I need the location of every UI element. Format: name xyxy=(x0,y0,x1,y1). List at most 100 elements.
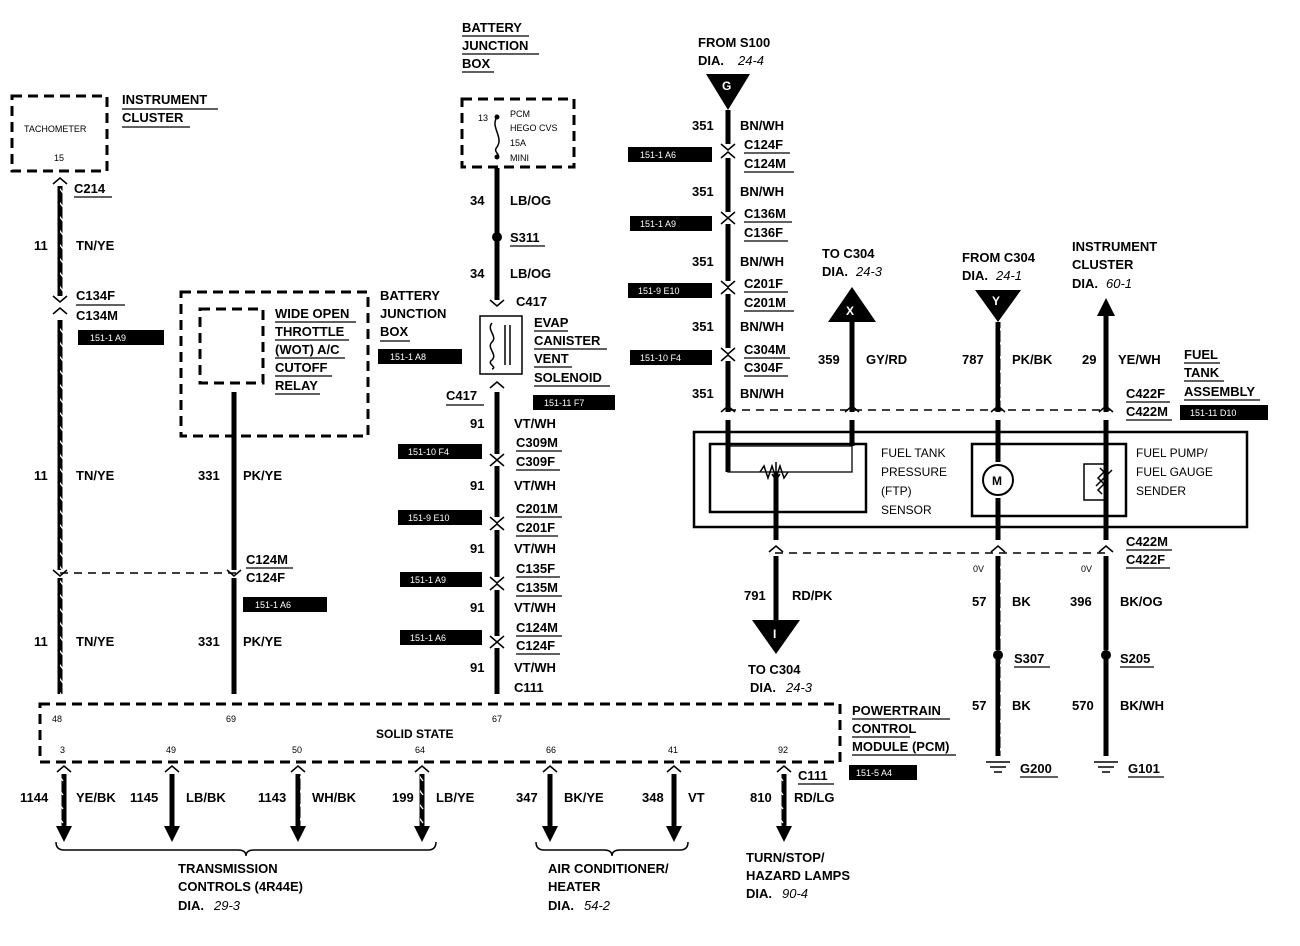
ground-g101: G101 xyxy=(1128,761,1160,776)
evap-c91-color-4: VT/WH xyxy=(514,600,556,615)
c359-color: GY/RD xyxy=(866,352,907,367)
connector-x-letter: X xyxy=(846,304,854,318)
c351-3: 351 xyxy=(692,254,714,269)
out-810: 810 xyxy=(750,790,772,805)
conn-c135f: C135F xyxy=(516,561,555,576)
tach-color-3: TN/YE xyxy=(76,634,115,649)
conn-c422m-top: C422M xyxy=(1126,404,1168,419)
ref-151-1-a6-wot: 151-1 A6 xyxy=(255,600,291,610)
splice-s307-dot xyxy=(993,650,1003,660)
pcm-pin-50: 50 xyxy=(292,745,302,755)
trans-line-2: CONTROLS (4R44E) xyxy=(178,879,303,894)
conn-c309f: C309F xyxy=(516,454,555,469)
turn-line-2: HAZARD LAMPS xyxy=(746,868,850,883)
solenoid-icon xyxy=(479,315,523,375)
motor-icon xyxy=(982,464,1014,496)
to-c304-i-dia: 24-3 xyxy=(785,680,813,695)
output-1145: 1145 LB/BK xyxy=(130,765,226,842)
output-1143: 1143 WH/BK xyxy=(258,765,357,842)
ref-351-2: 151-1 A9 xyxy=(640,219,676,229)
connector-y-triangle xyxy=(975,290,1021,322)
wire-57: 0V 57 BK S307 57 BK G200 xyxy=(972,545,1058,778)
conn-c124m-evap: C124M xyxy=(516,620,558,635)
wire-wot: 331 PK/YE C124M C124F 151-1 A6 331 PK/YE xyxy=(198,392,327,694)
ac-dia: 54-2 xyxy=(584,898,611,913)
out-1144-color: YE/BK xyxy=(76,790,116,805)
c57-color-2: BK xyxy=(1012,698,1031,713)
tach-color-1: TN/YE xyxy=(76,238,115,253)
wire-396: C422M C422F 0V 396 BK/OG S205 570 BK/WH … xyxy=(1070,534,1172,778)
trans-line-1: TRANSMISSION xyxy=(178,861,278,876)
output-199: 199 LB/YE xyxy=(392,765,475,842)
out-1145: 1145 xyxy=(130,790,158,805)
fuel-pump-box xyxy=(970,442,1128,518)
conn-c134f: C134F xyxy=(76,288,115,303)
fuse-line-3: 15A xyxy=(510,138,526,148)
from-s100-dia: 24-4 xyxy=(737,53,764,68)
wot-circuit-1: 331 xyxy=(198,468,220,483)
fuel-tank-title-1: FUEL xyxy=(1184,347,1218,362)
ref-151-5-a4: 151-5 A4 xyxy=(856,768,892,778)
ac-line-2: HEATER xyxy=(548,879,601,894)
conn-c124f-351: C124F xyxy=(744,137,783,152)
evap-line-4: SOLENOID xyxy=(534,370,602,385)
ftp-line-4: SENSOR xyxy=(881,503,932,517)
out-1143-color: WH/BK xyxy=(312,790,357,805)
wot-bjb-1: BATTERY xyxy=(380,288,440,303)
arrow-down-icon xyxy=(414,826,430,842)
tach-circuit-2: 11 xyxy=(34,468,48,483)
c351-5: 351 xyxy=(692,386,714,401)
ftp-line-1: FUEL TANK xyxy=(881,446,945,460)
evap-c34-1: 34 xyxy=(470,193,485,208)
wot-line-3: (WOT) A/C xyxy=(275,342,340,357)
to-c304-i-title: TO C304 xyxy=(748,662,801,677)
pcm-pin-41: 41 xyxy=(668,745,678,755)
fuel-pump-line-3: SENDER xyxy=(1136,484,1186,498)
pcm-title-2: CONTROL xyxy=(852,721,916,736)
splice-s205-dot xyxy=(1101,650,1111,660)
to-c304-x-dia: 24-3 xyxy=(855,264,883,279)
ground-icon xyxy=(986,761,1010,773)
conn-c124m-351: C124M xyxy=(744,156,786,171)
c787: 787 xyxy=(962,352,984,367)
evap-line-2: CANISTER xyxy=(534,333,601,348)
out-348: 348 xyxy=(642,790,664,805)
c787-color: PK/BK xyxy=(1012,352,1053,367)
c359: 359 xyxy=(818,352,840,367)
evap-c34-2: 34 xyxy=(470,266,485,281)
pcm-pin-67: 67 xyxy=(492,714,502,724)
evap-c34-color-1: LB/OG xyxy=(510,193,551,208)
c396: 396 xyxy=(1070,594,1092,609)
c570: 570 xyxy=(1072,698,1094,713)
c57-volt: 0V xyxy=(973,564,984,574)
c351-4: 351 xyxy=(692,319,714,334)
wot-conn-c124f: C124F xyxy=(246,570,285,585)
wire-359: TO C304 DIA. 24-3 X 359 GY/RD xyxy=(818,246,907,413)
output-1144: 1144 YE/BK xyxy=(20,765,116,842)
evap-line-3: VENT xyxy=(534,351,569,366)
wire-evap: 34 LB/OG S311 34 LB/OG C417 EVAP CANISTE… xyxy=(398,168,615,695)
group-labels: TRANSMISSION CONTROLS (4R44E) DIA. 29-3 … xyxy=(55,841,850,913)
fuel-tank-title-2: TANK xyxy=(1184,365,1220,380)
evap-c91-color-2: VT/WH xyxy=(514,478,556,493)
ic-right-dia: 60-1 xyxy=(1106,276,1132,291)
to-c304-i-dia-prefix: DIA. xyxy=(750,680,776,695)
c57-1: 57 xyxy=(972,594,986,609)
tach-circuit-1: 11 xyxy=(34,238,48,253)
motor-letter: M xyxy=(992,474,1002,488)
out-1143: 1143 xyxy=(258,790,286,805)
wot-color-2: PK/YE xyxy=(243,634,282,649)
ftp-sensor-box xyxy=(708,442,868,514)
ref-151-1-a8: 151-1 A8 xyxy=(390,352,426,362)
c791-color: RD/PK xyxy=(792,588,833,603)
wire-791: I 791 RD/PK TO C304 DIA. 24-3 xyxy=(744,545,833,695)
c396-color: BK/OG xyxy=(1120,594,1163,609)
evap-line-1: EVAP xyxy=(534,315,569,330)
evap-c91-5: 91 xyxy=(470,660,484,675)
evap-c91-3: 91 xyxy=(470,541,484,556)
ref-evap-1: 151-10 F4 xyxy=(408,447,449,457)
connector-i-letter: I xyxy=(773,627,776,641)
out-1144: 1144 xyxy=(20,790,49,805)
to-c304-x-title: TO C304 xyxy=(822,246,875,261)
arrow-up-icon xyxy=(1097,298,1115,316)
